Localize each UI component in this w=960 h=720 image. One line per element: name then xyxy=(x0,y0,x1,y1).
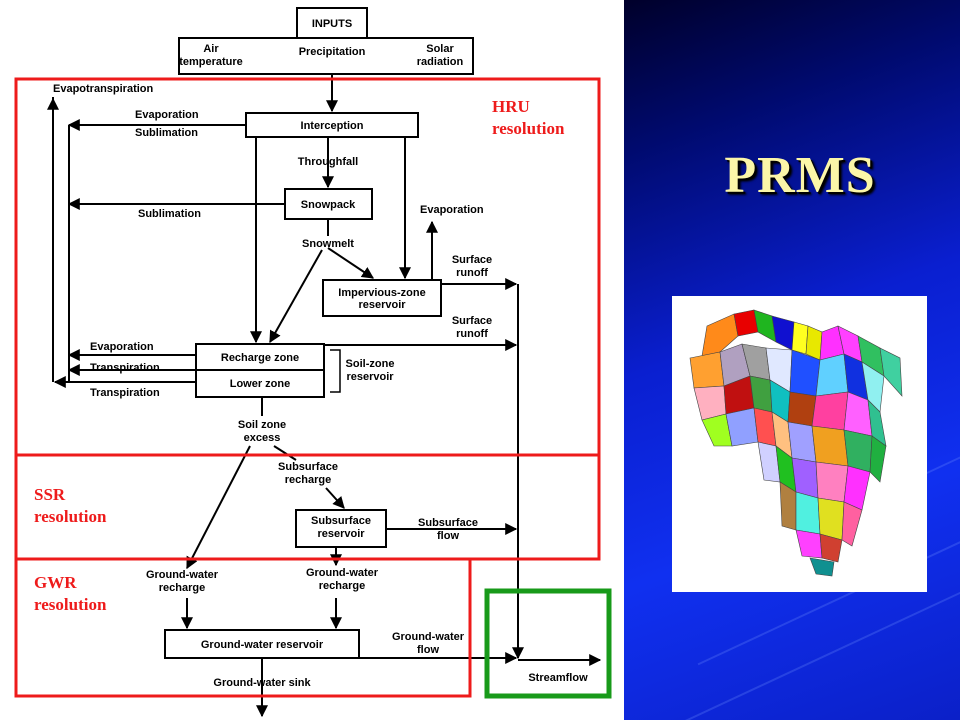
arrow-snowmelt-recharge xyxy=(269,249,323,344)
sublimation-label-2: Sublimation xyxy=(138,208,201,220)
subbasin xyxy=(843,465,871,511)
slide-title: PRMS xyxy=(724,147,876,204)
subbasin xyxy=(753,309,777,343)
subbasin xyxy=(701,313,739,357)
subsurface-reservoir-box xyxy=(295,509,387,548)
soil-zone-bracket xyxy=(330,349,341,393)
gw-sink-label: Ground-water sink xyxy=(213,677,311,689)
lower-zone-box xyxy=(195,369,325,398)
impervious-reservoir-box xyxy=(322,279,442,317)
sublimation-label-1: Sublimation xyxy=(135,127,198,139)
subbasin xyxy=(811,425,849,467)
arrow-snowmelt-impervious xyxy=(327,247,374,279)
subbasin xyxy=(815,353,849,397)
throughfall-label: Throughfall xyxy=(298,156,359,168)
subbasin xyxy=(819,533,843,563)
subbasin xyxy=(733,309,759,337)
arrow-subsurface-recharge xyxy=(325,487,345,509)
subbasin xyxy=(843,429,873,473)
subbasin xyxy=(841,501,863,547)
panel-streak xyxy=(659,588,960,720)
gwr-region-outline xyxy=(14,557,472,698)
interception-label: Interception xyxy=(301,120,364,132)
streamflow-highlight xyxy=(484,588,612,699)
subbasin xyxy=(689,351,725,389)
interception-box xyxy=(245,112,419,138)
subbasin xyxy=(795,529,823,559)
precipitation-label: Precipitation xyxy=(299,46,366,58)
subbasin xyxy=(795,491,821,535)
ssr-resolution-label: SSR resolution xyxy=(34,485,107,526)
recharge-zone-label: Recharge zone xyxy=(221,352,299,364)
subbasin xyxy=(787,391,817,427)
arrow-soil-excess-subsurface xyxy=(273,445,297,461)
hru-resolution-label: HRU resolution xyxy=(492,97,565,138)
transpiration-label-1: Transpiration xyxy=(90,362,160,374)
snowpack-label: Snowpack xyxy=(301,199,356,211)
arrow-soil-excess-gw xyxy=(186,445,251,570)
inputs-label: INPUTS xyxy=(312,18,352,30)
subbasin xyxy=(809,557,835,577)
evaporation-label-2: Evaporation xyxy=(420,204,484,216)
subbasin xyxy=(787,421,817,463)
transpiration-label-2: Transpiration xyxy=(90,387,160,399)
subbasin xyxy=(771,315,795,351)
watershed-map xyxy=(689,309,903,577)
subbasin xyxy=(811,391,849,431)
subbasin xyxy=(791,321,809,355)
evaporation-label-3: Evaporation xyxy=(90,341,154,353)
subbasin xyxy=(725,407,759,447)
gw-reservoir-box xyxy=(164,629,360,659)
subbasin xyxy=(869,435,887,483)
subbasin xyxy=(879,347,903,397)
streamflow-label: Streamflow xyxy=(528,672,588,684)
snowmelt-label: Snowmelt xyxy=(302,238,354,250)
evaporation-label-1: Evaporation xyxy=(135,109,199,121)
lower-zone-label: Lower zone xyxy=(230,378,291,390)
gwr-resolution-label: GWR resolution xyxy=(34,573,107,614)
subbasin xyxy=(815,461,849,503)
subbasin xyxy=(805,325,823,361)
evapotranspiration-label: Evapotranspiration xyxy=(53,83,154,95)
gw-reservoir-label: Ground-water reservoir xyxy=(201,639,324,651)
inputs-bar xyxy=(178,37,474,75)
subbasin xyxy=(817,497,845,541)
watershed-map-image xyxy=(672,296,927,592)
